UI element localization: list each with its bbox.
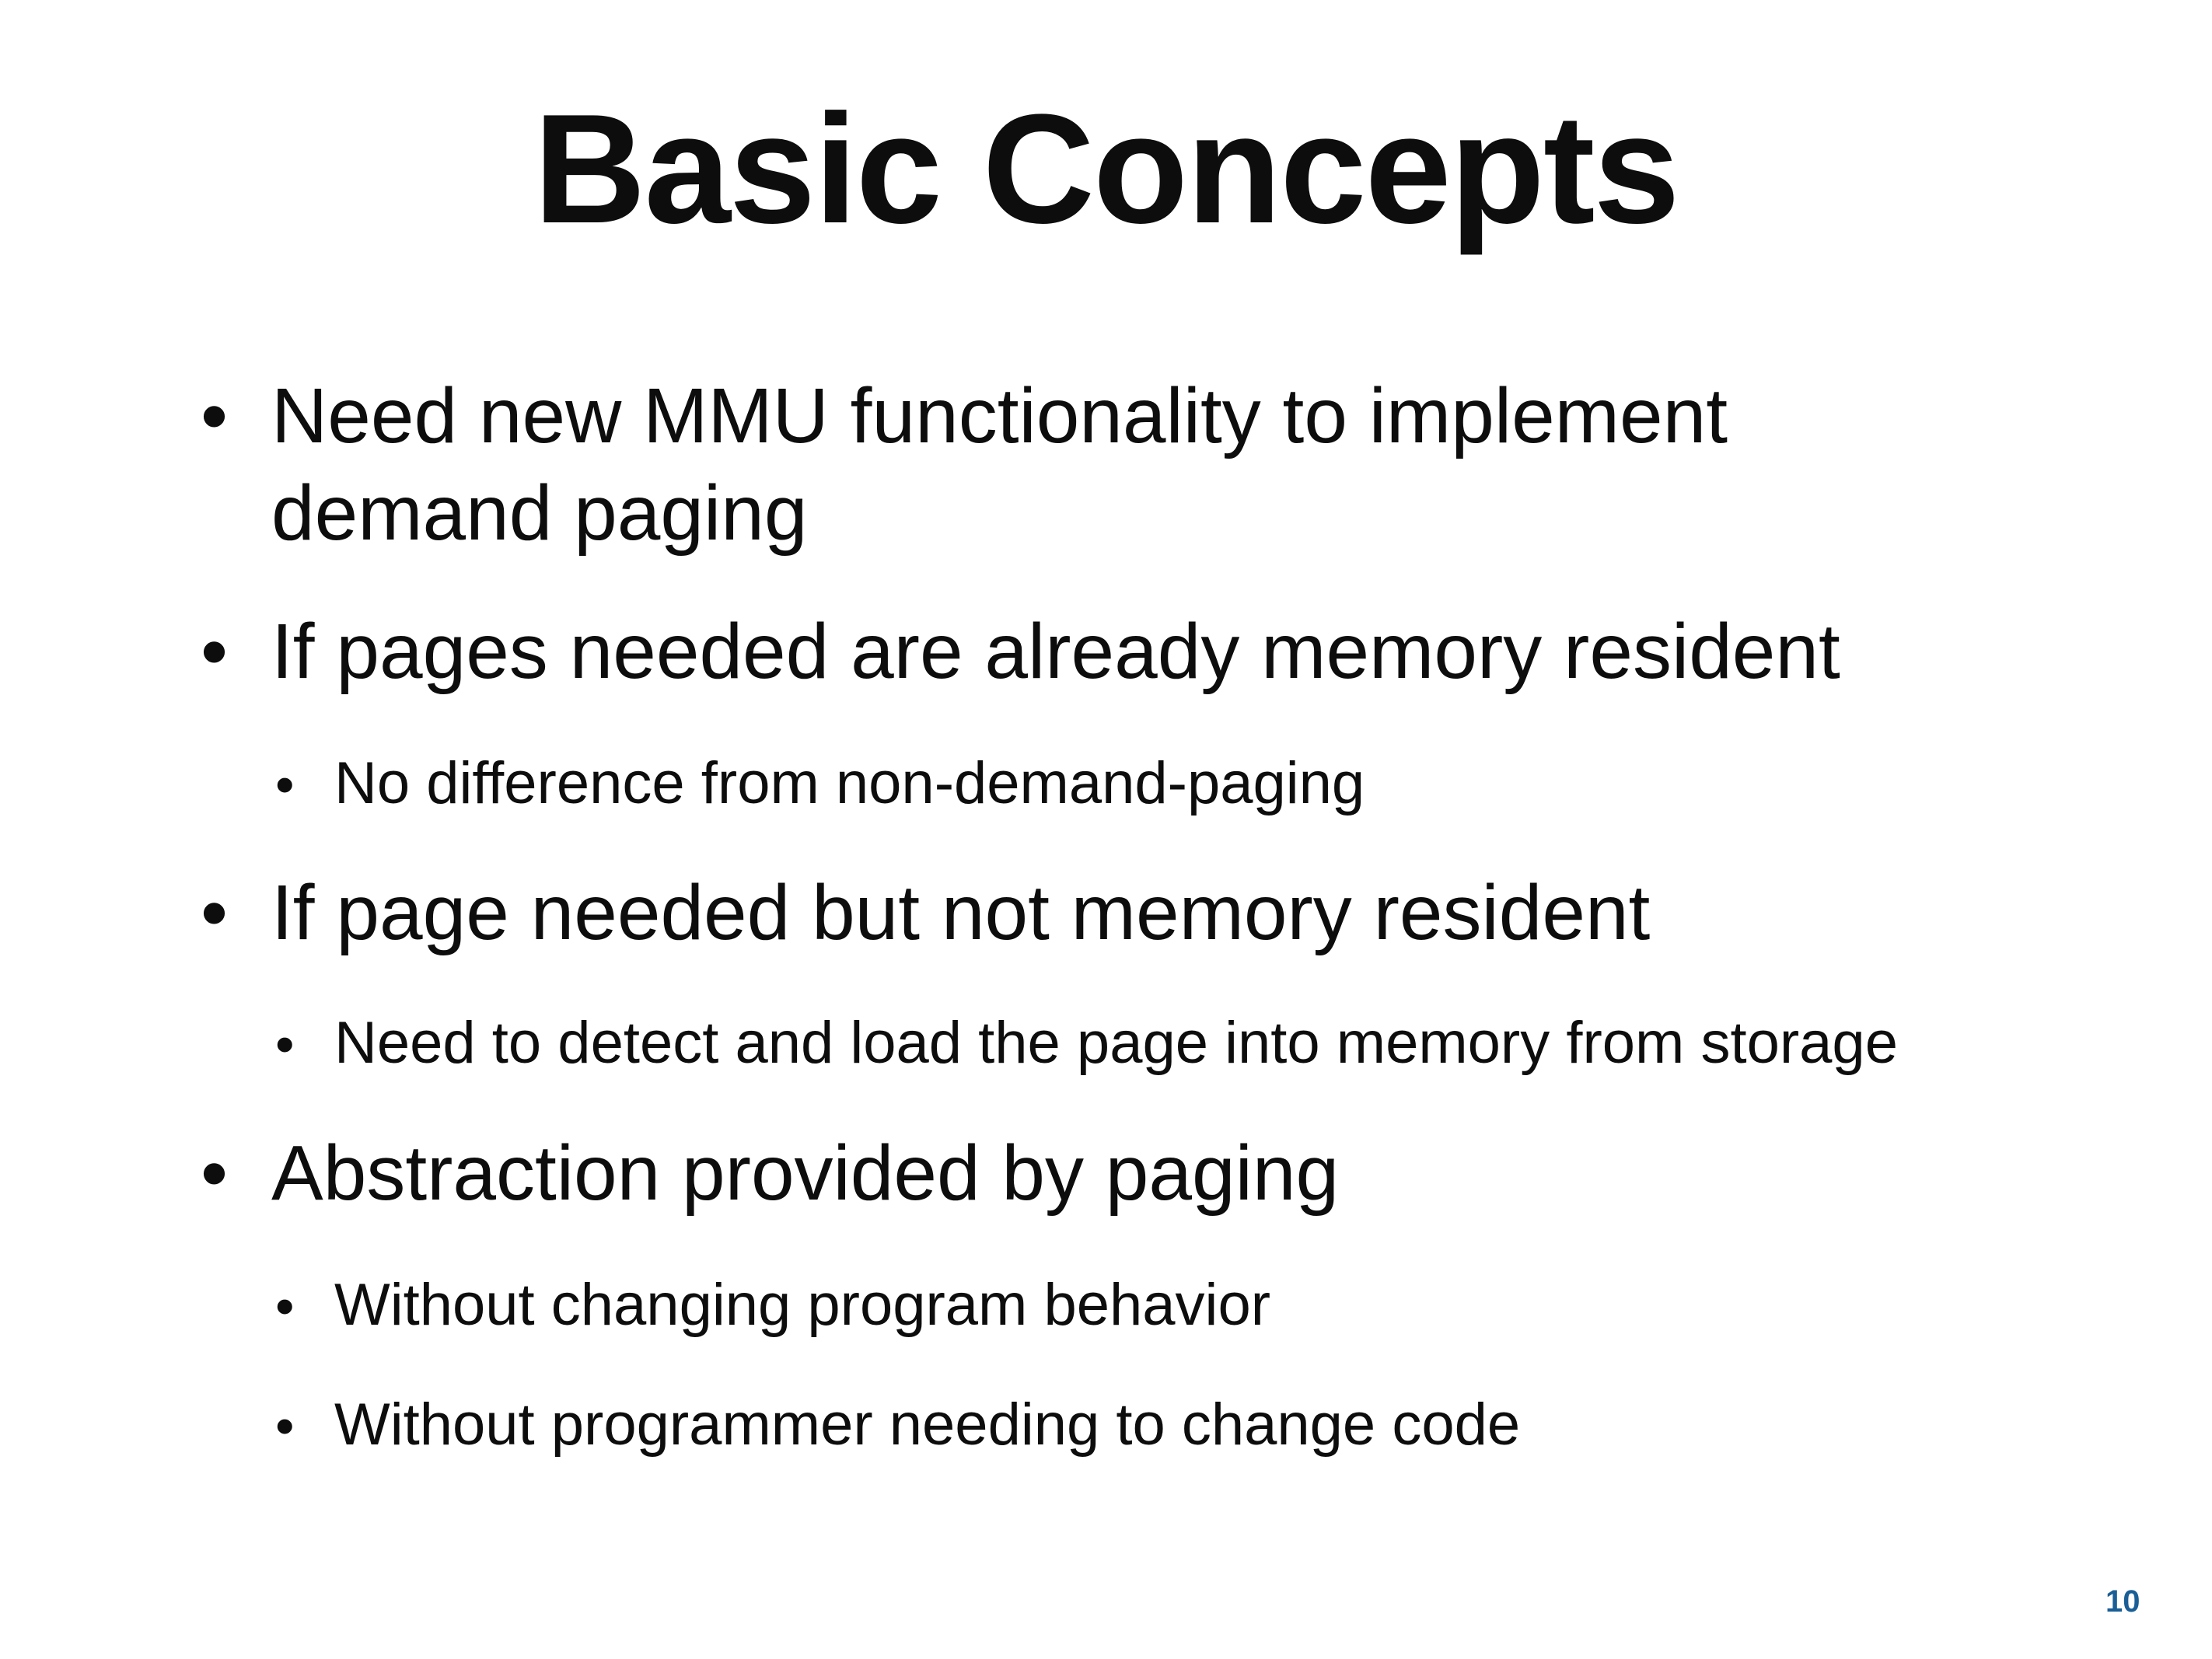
bullet-marker: •: [201, 869, 229, 956]
sub-bullet-marker: •: [275, 1276, 295, 1336]
page-number: 10: [2105, 1584, 2140, 1619]
sub-bullet-marker: •: [275, 754, 295, 815]
bullet-marker: •: [201, 608, 229, 695]
bullet-marker: •: [201, 372, 229, 459]
bullet-text: demand paging: [271, 470, 808, 557]
sub-bullet-text: Without changing program behavior: [334, 1272, 1271, 1338]
bullet-text: Abstraction provided by paging: [271, 1130, 1340, 1217]
bullet-marker: •: [201, 1130, 229, 1217]
sub-bullet-text: Need to detect and load the page into me…: [334, 1010, 1898, 1076]
slide-title: Basic Concepts: [533, 82, 1680, 256]
sub-bullet-text: Without programmer needing to change cod…: [334, 1392, 1521, 1458]
sub-bullet-marker: •: [275, 1014, 295, 1074]
sub-bullet-marker: •: [275, 1395, 295, 1456]
bullet-text: If pages needed are already memory resid…: [271, 608, 1840, 695]
sub-bullet-text: No difference from non-demand-paging: [334, 750, 1365, 816]
bullet-text: If page needed but not memory resident: [271, 869, 1651, 956]
bullet-text: Need new MMU functionality to implement: [271, 372, 1728, 459]
